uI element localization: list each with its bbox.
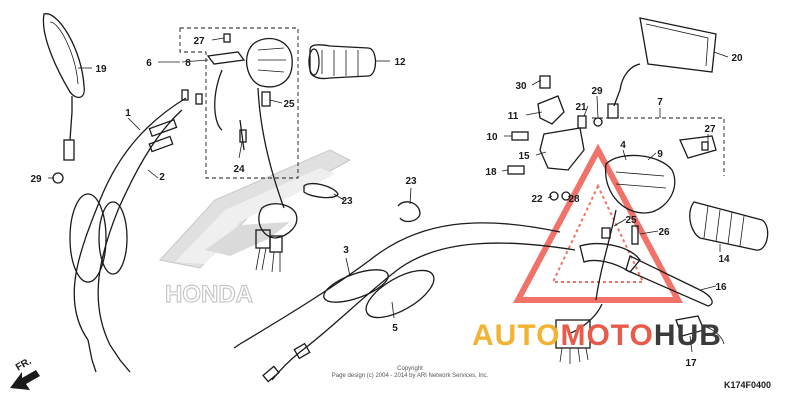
callout-number: 10 bbox=[486, 132, 498, 143]
leader-lines bbox=[48, 37, 729, 353]
callout-number: 29 bbox=[591, 86, 603, 97]
watermark-triangle bbox=[513, 143, 683, 303]
throttle-cables bbox=[69, 97, 187, 373]
fasteners bbox=[52, 33, 709, 184]
callout-number: 17 bbox=[685, 358, 697, 369]
callout-number: 26 bbox=[658, 227, 670, 238]
callout-number: 18 bbox=[485, 167, 497, 178]
right-mirror bbox=[593, 17, 717, 127]
honda-logo-text: HONDA bbox=[165, 281, 253, 308]
front-direction-arrow bbox=[10, 370, 40, 390]
callout-number: 22 bbox=[531, 194, 543, 205]
bracket-assembly bbox=[507, 75, 587, 201]
callout-number: 21 bbox=[575, 102, 587, 113]
callout-number: 30 bbox=[515, 81, 527, 92]
callout-number: 29 bbox=[30, 174, 42, 185]
left-mirror bbox=[42, 13, 85, 161]
brake-switch bbox=[675, 315, 725, 345]
callout-number: 25 bbox=[283, 99, 295, 110]
callout-number: 28 bbox=[568, 194, 580, 205]
watermark-text: AUTOMOTOHUB bbox=[472, 316, 792, 356]
wire-clip-center bbox=[397, 201, 421, 223]
copyright-line-1: Copyright bbox=[397, 366, 423, 372]
callout-number: 9 bbox=[657, 149, 663, 160]
callout-number: 5 bbox=[392, 323, 398, 334]
left-switch-connector bbox=[255, 203, 298, 273]
callout-number: 14 bbox=[718, 254, 730, 265]
wire-clip-left bbox=[303, 182, 339, 199]
callout-number: 6 bbox=[146, 58, 152, 69]
callout-number: 27 bbox=[704, 124, 716, 135]
callout-number: 27 bbox=[193, 36, 205, 47]
callout-number: 23 bbox=[405, 176, 417, 187]
callout-number: 11 bbox=[508, 111, 519, 122]
callout-number: 3 bbox=[343, 245, 349, 256]
brake-lever bbox=[579, 243, 713, 307]
watermark-part-2: MOTO bbox=[560, 319, 654, 352]
callout-number: 12 bbox=[394, 57, 406, 68]
callout-number: 2 bbox=[159, 172, 165, 183]
figure-code: K174F0400 bbox=[724, 380, 772, 390]
callout-number: 23 bbox=[341, 196, 353, 207]
callout-number: 1 bbox=[125, 108, 131, 119]
callout-number: 24 bbox=[233, 164, 245, 175]
honda-wing-logo: HONDA bbox=[159, 149, 352, 309]
callout-number: 16 bbox=[715, 282, 727, 293]
right-grip bbox=[689, 201, 769, 251]
right-switch-group bbox=[567, 117, 725, 335]
clutch-cables bbox=[233, 222, 576, 383]
copyright-notice: Copyright Page design (c) 2004 - 2014 by… bbox=[300, 366, 520, 380]
callout-number: 8 bbox=[185, 58, 191, 69]
callout-number: 4 bbox=[620, 140, 626, 151]
right-switch-connector bbox=[555, 319, 591, 364]
watermark-part-1: AUTO bbox=[472, 319, 561, 352]
left-grip bbox=[308, 44, 377, 80]
left-switch-group bbox=[179, 27, 299, 209]
watermark-part-3: HUB bbox=[653, 319, 722, 352]
callout-layer: 1234567891011121415161718192021222323242… bbox=[30, 36, 743, 369]
callout-number: 19 bbox=[95, 64, 107, 75]
callout-number: 15 bbox=[518, 151, 530, 162]
copyright-line-2: Page design (c) 2004 - 2014 by ARI Netwo… bbox=[331, 373, 489, 379]
callout-number: 7 bbox=[657, 97, 663, 108]
callout-number: 20 bbox=[731, 53, 743, 64]
callout-number: 25 bbox=[625, 215, 637, 226]
